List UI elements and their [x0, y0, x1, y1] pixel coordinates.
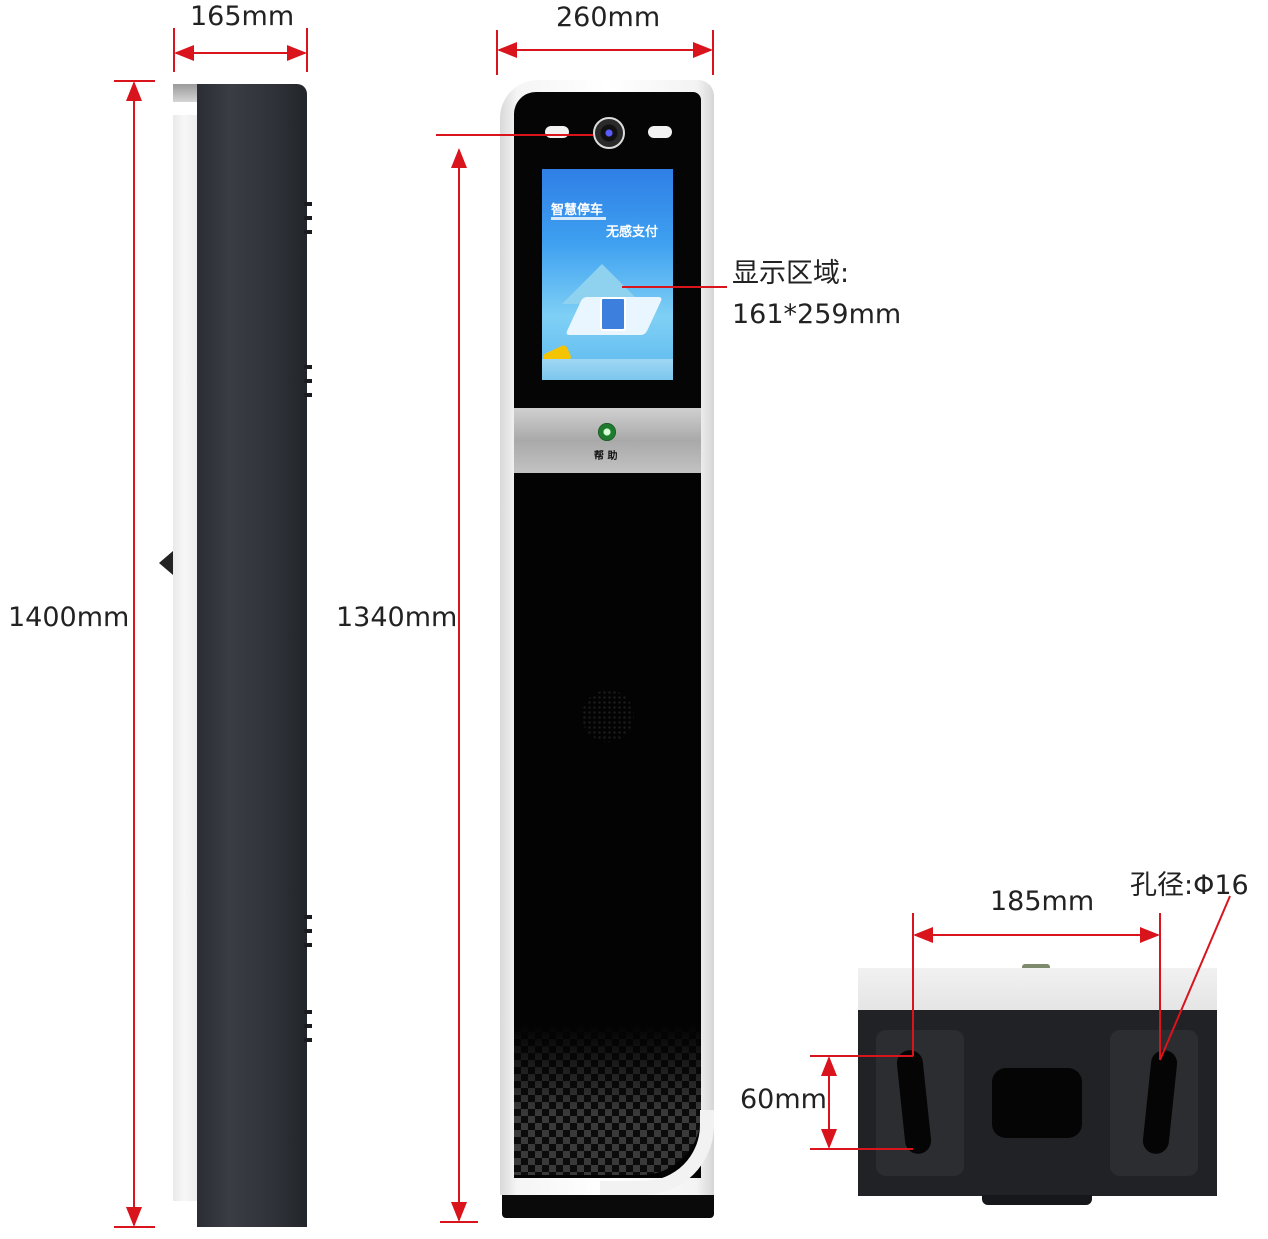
side-view-top-cap: [173, 84, 203, 102]
help-button-icon[interactable]: [598, 423, 616, 441]
side-vent-group-3: [304, 915, 312, 957]
camera-icon: [593, 117, 625, 149]
side-vent-group-1: [304, 202, 312, 244]
right-ir-light-icon: [648, 126, 672, 138]
label-slot-length: 60mm: [740, 1084, 827, 1115]
label-display-size: 161*259mm: [732, 299, 902, 330]
speaker-grille: [582, 690, 634, 742]
kiosk-base: [502, 1195, 714, 1218]
bottom-view-foot: [982, 1195, 1092, 1205]
bottom-view-top-plate: [858, 968, 1217, 1010]
help-button-label[interactable]: 帮 助: [594, 451, 618, 462]
side-view-bracket-icon: [159, 551, 173, 575]
screen-phone-illustration: [600, 297, 626, 331]
screen-road: [542, 359, 673, 380]
side-vent-group-4: [304, 1010, 312, 1052]
label-hole-spacing: 185mm: [990, 886, 1095, 917]
label-body-height: 1340mm: [336, 602, 458, 633]
label-front-width: 260mm: [556, 2, 661, 33]
side-view-housing: [197, 84, 307, 1227]
screen-accent-stripe: [551, 217, 606, 220]
label-total-height: 1400mm: [8, 602, 130, 633]
screen-subheadline: 无感支付: [606, 225, 659, 240]
label-display-area: 显示区域:: [732, 258, 850, 289]
label-side-width: 165mm: [190, 1, 295, 32]
side-view-white-panel: [173, 115, 201, 1201]
screen-headline: 智慧停车: [551, 203, 604, 218]
hole-diameter-leader: [1159, 895, 1231, 1061]
display-screen: 智慧停车 无感支付: [542, 169, 673, 380]
bottom-center-opening: [992, 1068, 1082, 1138]
label-hole-diameter: 孔径:Φ16: [1130, 870, 1249, 901]
side-vent-group-2: [304, 365, 312, 407]
